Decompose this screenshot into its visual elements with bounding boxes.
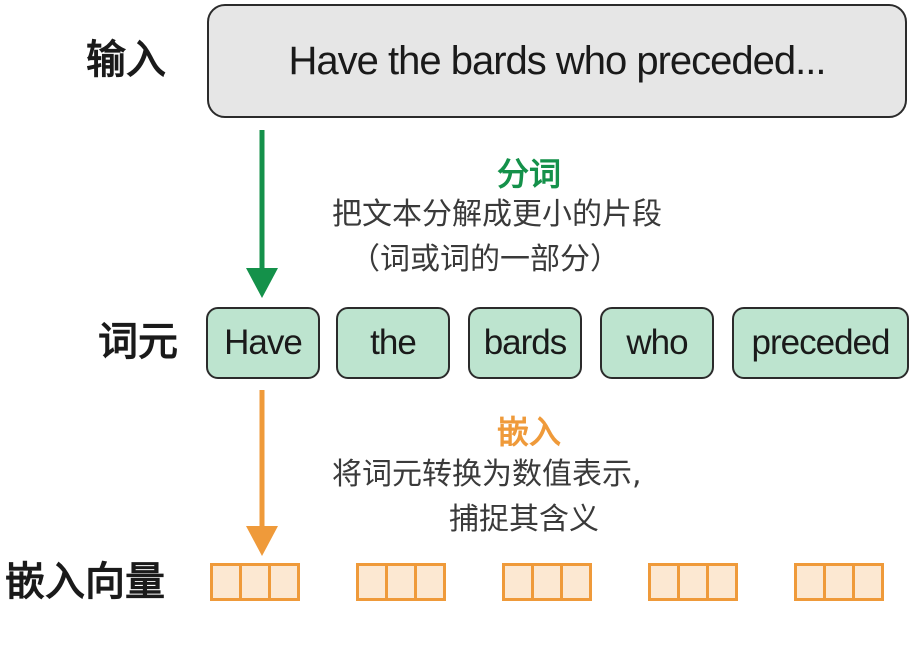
embed-step-line1: 将词元转换为数值表示, — [332, 457, 642, 492]
embedding-cell — [852, 563, 884, 601]
token-box: who — [600, 307, 714, 379]
embedding-cell — [531, 563, 563, 601]
token-text: who — [626, 323, 688, 362]
token-box: preceded — [732, 307, 909, 379]
embedding-cell — [560, 563, 592, 601]
embedding-cell — [385, 563, 417, 601]
token-box: Have — [206, 307, 320, 379]
embedding-cell — [239, 563, 271, 601]
embed-step-line2: 捕捉其含义 — [449, 502, 599, 537]
token-text: preceded — [751, 323, 891, 362]
tokenize-step-line2: （词或词的一部分） — [350, 242, 620, 277]
input-label: 输入 — [86, 37, 166, 83]
embedding-cell — [706, 563, 738, 601]
embedding-cell — [823, 563, 855, 601]
tokenize-step-line1: 把文本分解成更小的片段 — [332, 197, 662, 232]
embedding-cell — [414, 563, 446, 601]
embedding-cell — [356, 563, 388, 601]
embedding-vector — [794, 563, 884, 601]
embedding-cell — [794, 563, 826, 601]
tokenize-arrow — [246, 130, 278, 298]
token-text: Have — [224, 323, 303, 362]
input-text-box: Have the bards who preceded... — [207, 4, 907, 118]
embedding-cell — [268, 563, 300, 601]
embedding-cell — [210, 563, 242, 601]
tokens-label: 词元 — [98, 319, 178, 365]
embedding-vector — [648, 563, 738, 601]
embedding-vector — [502, 563, 592, 601]
embedding-cell — [502, 563, 534, 601]
token-box: bards — [468, 307, 582, 379]
embedding-cell — [648, 563, 680, 601]
token-text: the — [370, 323, 417, 362]
token-text: bards — [483, 323, 568, 362]
embedding-vector — [210, 563, 300, 601]
embed-step-title: 嵌入 — [497, 413, 562, 451]
tokenize-step-title: 分词 — [497, 155, 562, 193]
embedding-cell — [677, 563, 709, 601]
embed-arrow — [246, 390, 278, 556]
embedding-vector — [356, 563, 446, 601]
token-box: the — [336, 307, 450, 379]
embeddings-label: 嵌入向量 — [5, 559, 165, 605]
input-text: Have the bards who preceded... — [288, 38, 826, 83]
